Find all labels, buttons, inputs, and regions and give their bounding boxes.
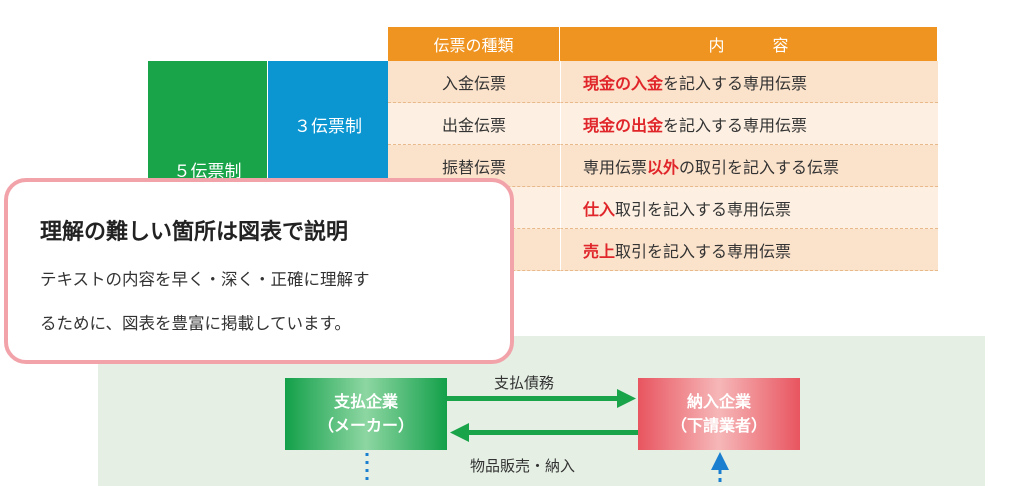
callout-title: 理解の難しい箇所は図表で説明 — [40, 220, 349, 245]
voucher-content: 売上取引を記入する専用伝票 — [560, 229, 938, 271]
arrow-up — [711, 452, 729, 482]
highlight-text: 現金の入金 — [583, 73, 664, 93]
voucher-kind: 入金伝票 — [388, 61, 560, 103]
supplier-company-box: 納入企業 （下請業者） — [638, 378, 800, 450]
three-voucher-label: ３伝票制 — [294, 116, 362, 137]
payable-label: 支払債務 — [494, 374, 555, 392]
content-text: の取引を記入する伝票 — [679, 157, 840, 177]
highlight-text: 現金の出金 — [583, 115, 664, 135]
callout-line-2: るために、図表を豊富に掲載しています。 — [40, 314, 351, 333]
five-voucher-label: ５伝票制 — [173, 162, 242, 182]
content-text: 専用伝票 — [583, 157, 648, 177]
goods-delivery-label: 物品販売・納入 — [470, 457, 576, 475]
payer-type: （メーカー） — [317, 416, 414, 435]
three-voucher-system: ３伝票制 — [268, 61, 388, 187]
arrow-left — [450, 423, 638, 442]
content-text: を記入する専用伝票 — [663, 73, 808, 93]
voucher-kind: 出金伝票 — [388, 103, 560, 145]
highlight-text: 以外 — [647, 157, 680, 177]
table-row: 出金伝票現金の出金を記入する専用伝票 — [388, 103, 938, 145]
supplier-name: 納入企業 — [686, 392, 751, 411]
header-kind: 伝票の種類 — [388, 27, 560, 61]
voucher-table: 入金伝票現金の入金を記入する専用伝票出金伝票現金の出金を記入する専用伝票振替伝票… — [388, 61, 938, 271]
arrow-right — [447, 389, 636, 408]
table-row: 入金伝票現金の入金を記入する専用伝票 — [388, 61, 938, 103]
voucher-content: 仕入取引を記入する専用伝票 — [560, 187, 938, 229]
feature-callout: 理解の難しい箇所は図表で説明 テキストの内容を早く・深く・正確に理解す るために… — [4, 178, 514, 364]
content-text: 取引を記入する専用伝票 — [615, 199, 792, 219]
voucher-content: 現金の入金を記入する専用伝票 — [560, 61, 938, 103]
voucher-content: 現金の出金を記入する専用伝票 — [560, 103, 938, 145]
callout-line-1: テキストの内容を早く・深く・正確に理解す — [40, 270, 370, 289]
header-content: 内 容 — [560, 27, 938, 61]
supplier-type: （下請業者） — [670, 416, 767, 435]
content-text: 取引を記入する専用伝票 — [615, 241, 792, 261]
content-text: を記入する専用伝票 — [663, 115, 808, 135]
highlight-text: 売上 — [583, 241, 616, 261]
highlight-text: 仕入 — [583, 199, 616, 219]
voucher-content: 専用伝票以外の取引を記入する伝票 — [560, 145, 938, 187]
payer-name: 支払企業 — [333, 392, 398, 411]
payer-company-box: 支払企業 （メーカー） — [285, 378, 447, 450]
